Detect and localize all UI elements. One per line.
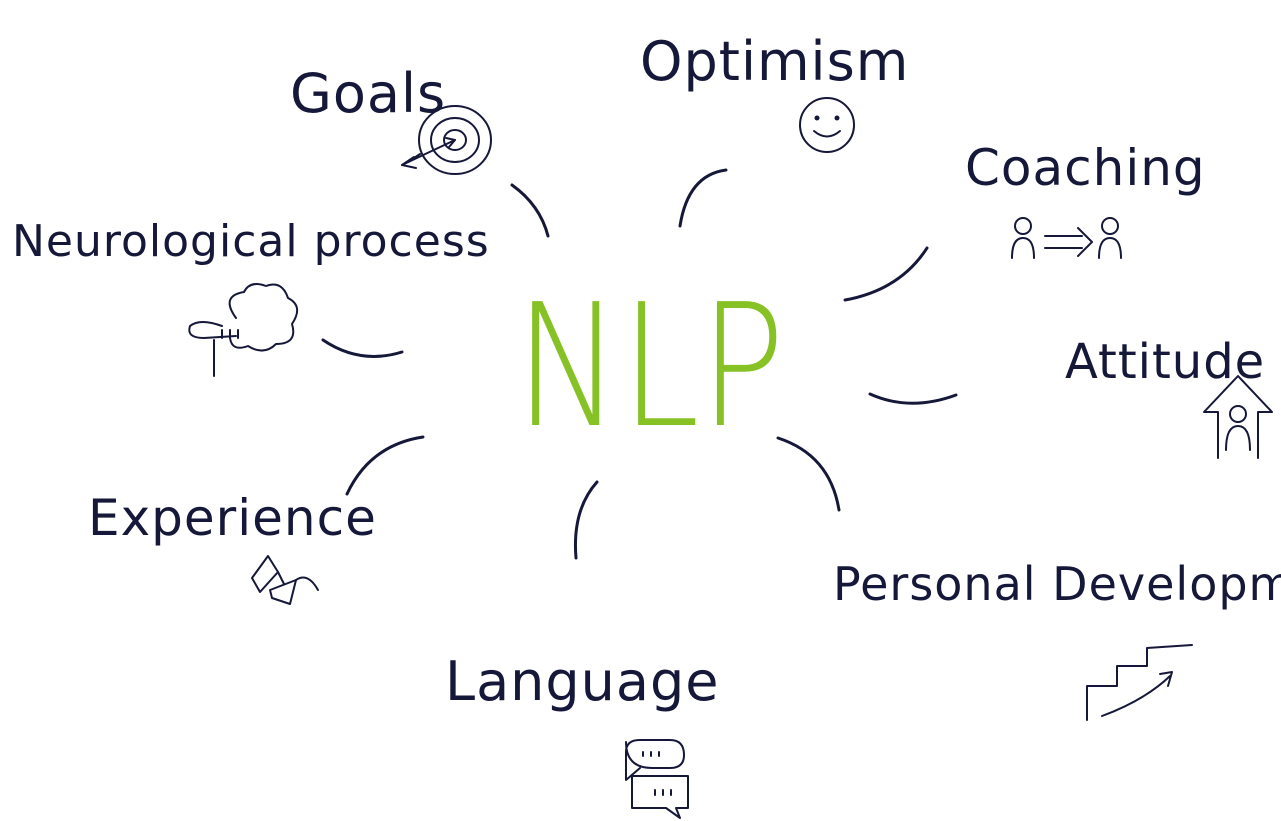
connector-experience: [345, 435, 425, 496]
connector-lines: [321, 168, 958, 560]
center-title: NLP: [515, 268, 785, 466]
concept-neurological-label: Neurological process: [12, 216, 490, 267]
people-arrow-icon: [1011, 217, 1122, 259]
connector-personal: [776, 436, 841, 512]
connector-goals: [510, 183, 550, 238]
concept-personal-label: Personal Development: [833, 557, 1281, 611]
connector-neurological: [321, 338, 404, 358]
smiley-icon: [799, 97, 855, 153]
house-person-icon: [1203, 375, 1273, 459]
target-icon: [401, 105, 492, 175]
glasses-icon: [251, 555, 319, 605]
connector-coaching: [843, 246, 929, 302]
brain-cloud-icon: [188, 283, 299, 377]
connector-optimism: [678, 168, 728, 228]
concept-goals-label: Goals: [290, 62, 446, 125]
concept-attitude-label: Attitude: [1065, 334, 1265, 390]
stairs-arrow-icon: [1086, 644, 1193, 721]
concept-experience-label: Experience: [88, 489, 377, 547]
speech-bubbles-icon: [625, 739, 689, 819]
concept-optimism-label: Optimism: [640, 30, 909, 93]
connector-attitude: [868, 392, 958, 405]
concept-language-label: Language: [445, 650, 720, 713]
connector-language: [573, 480, 599, 560]
concept-coaching-label: Coaching: [965, 139, 1206, 197]
